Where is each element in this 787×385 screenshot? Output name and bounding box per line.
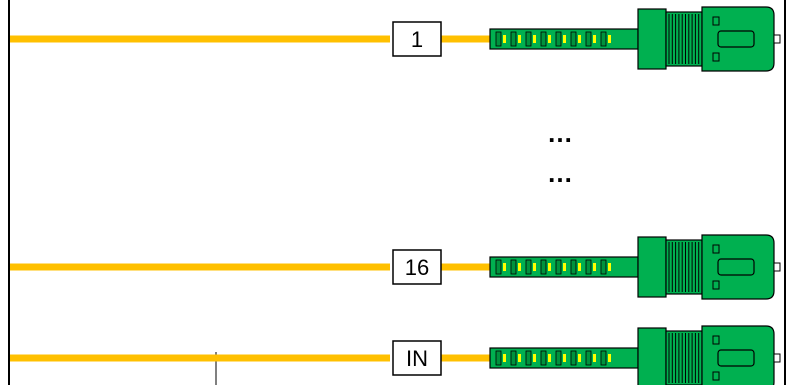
boot-mark	[518, 354, 521, 362]
boot-ridge	[540, 31, 547, 47]
connector-notch-top	[712, 244, 720, 254]
connector-notch-bottom	[712, 371, 720, 381]
connector-notch-bottom	[712, 280, 720, 290]
boot-mark	[608, 354, 611, 362]
boot-ridge	[495, 31, 502, 47]
boot-ridge	[600, 350, 607, 366]
connector-ferrule	[773, 262, 781, 272]
boot-mark	[548, 354, 551, 362]
fiber-row: IN	[10, 325, 781, 385]
ellipsis-top: …	[547, 118, 573, 148]
fiber-label-box	[392, 340, 442, 376]
fiber-label: 16	[405, 255, 429, 280]
boot-mark	[503, 263, 506, 271]
boot-mark	[563, 263, 566, 271]
boot-mark	[563, 35, 566, 43]
fiber-label-box	[392, 21, 442, 57]
boot-mark	[563, 354, 566, 362]
connector-collar	[637, 236, 667, 298]
boot-mark	[533, 35, 536, 43]
connector-key	[717, 349, 755, 367]
fiber-label: 1	[411, 27, 423, 52]
boot-ridge	[525, 350, 532, 366]
fiber-row: 1	[10, 6, 781, 72]
boot-ridge	[585, 31, 592, 47]
fiber-label: IN	[406, 346, 428, 371]
boot-mark	[533, 354, 536, 362]
connector-grip	[665, 11, 703, 67]
connector-notch-top	[712, 16, 720, 26]
boot-ridge	[570, 350, 577, 366]
fiber-row: 16	[10, 234, 781, 300]
connector-grip	[665, 330, 703, 385]
connector-ferrule	[773, 34, 781, 44]
connector-notch-top	[712, 335, 720, 345]
boot-ridge	[495, 259, 502, 275]
connector-key	[717, 258, 755, 276]
fiber-label-box	[392, 249, 442, 285]
boot-mark	[593, 263, 596, 271]
boot-mark	[503, 35, 506, 43]
boot-mark	[593, 35, 596, 43]
boot-ridge	[510, 31, 517, 47]
boot-mark	[518, 35, 521, 43]
boot-ridge	[495, 350, 502, 366]
boot-ridge	[555, 350, 562, 366]
connector-collar	[637, 327, 667, 385]
boot-mark	[518, 263, 521, 271]
boot-mark	[593, 354, 596, 362]
fiber-cable-short	[440, 263, 490, 271]
fiber-cable-short	[440, 35, 490, 43]
boot-ridge	[510, 259, 517, 275]
boot-mark	[578, 354, 581, 362]
boot-mark	[548, 35, 551, 43]
boot-ridge	[555, 259, 562, 275]
boot-ridge	[585, 259, 592, 275]
boot-ridge	[525, 259, 532, 275]
boot-ridge	[540, 350, 547, 366]
boot-ridge	[570, 31, 577, 47]
boot-mark	[578, 263, 581, 271]
boot-ridge	[600, 31, 607, 47]
boot-ridge	[540, 259, 547, 275]
connector-grip	[665, 239, 703, 295]
fiber-cable-short	[440, 354, 490, 362]
fiber-cable	[10, 35, 390, 43]
boot-mark	[578, 35, 581, 43]
boot-ridge	[570, 259, 577, 275]
connector-notch-bottom	[712, 52, 720, 62]
fiber-cable	[10, 354, 390, 362]
connector-ferrule	[773, 353, 781, 363]
connector-key	[717, 30, 755, 48]
connector-collar	[637, 8, 667, 70]
boot-mark	[608, 35, 611, 43]
boot-ridge	[525, 31, 532, 47]
fiber-cable	[10, 263, 390, 271]
boot-ridge	[600, 259, 607, 275]
boot-ridge	[510, 350, 517, 366]
boot-ridge	[555, 31, 562, 47]
boot-mark	[533, 263, 536, 271]
ellipsis-bottom: …	[547, 158, 573, 188]
boot-mark	[503, 354, 506, 362]
boot-ridge	[585, 350, 592, 366]
boot-mark	[548, 263, 551, 271]
boot-mark	[608, 263, 611, 271]
